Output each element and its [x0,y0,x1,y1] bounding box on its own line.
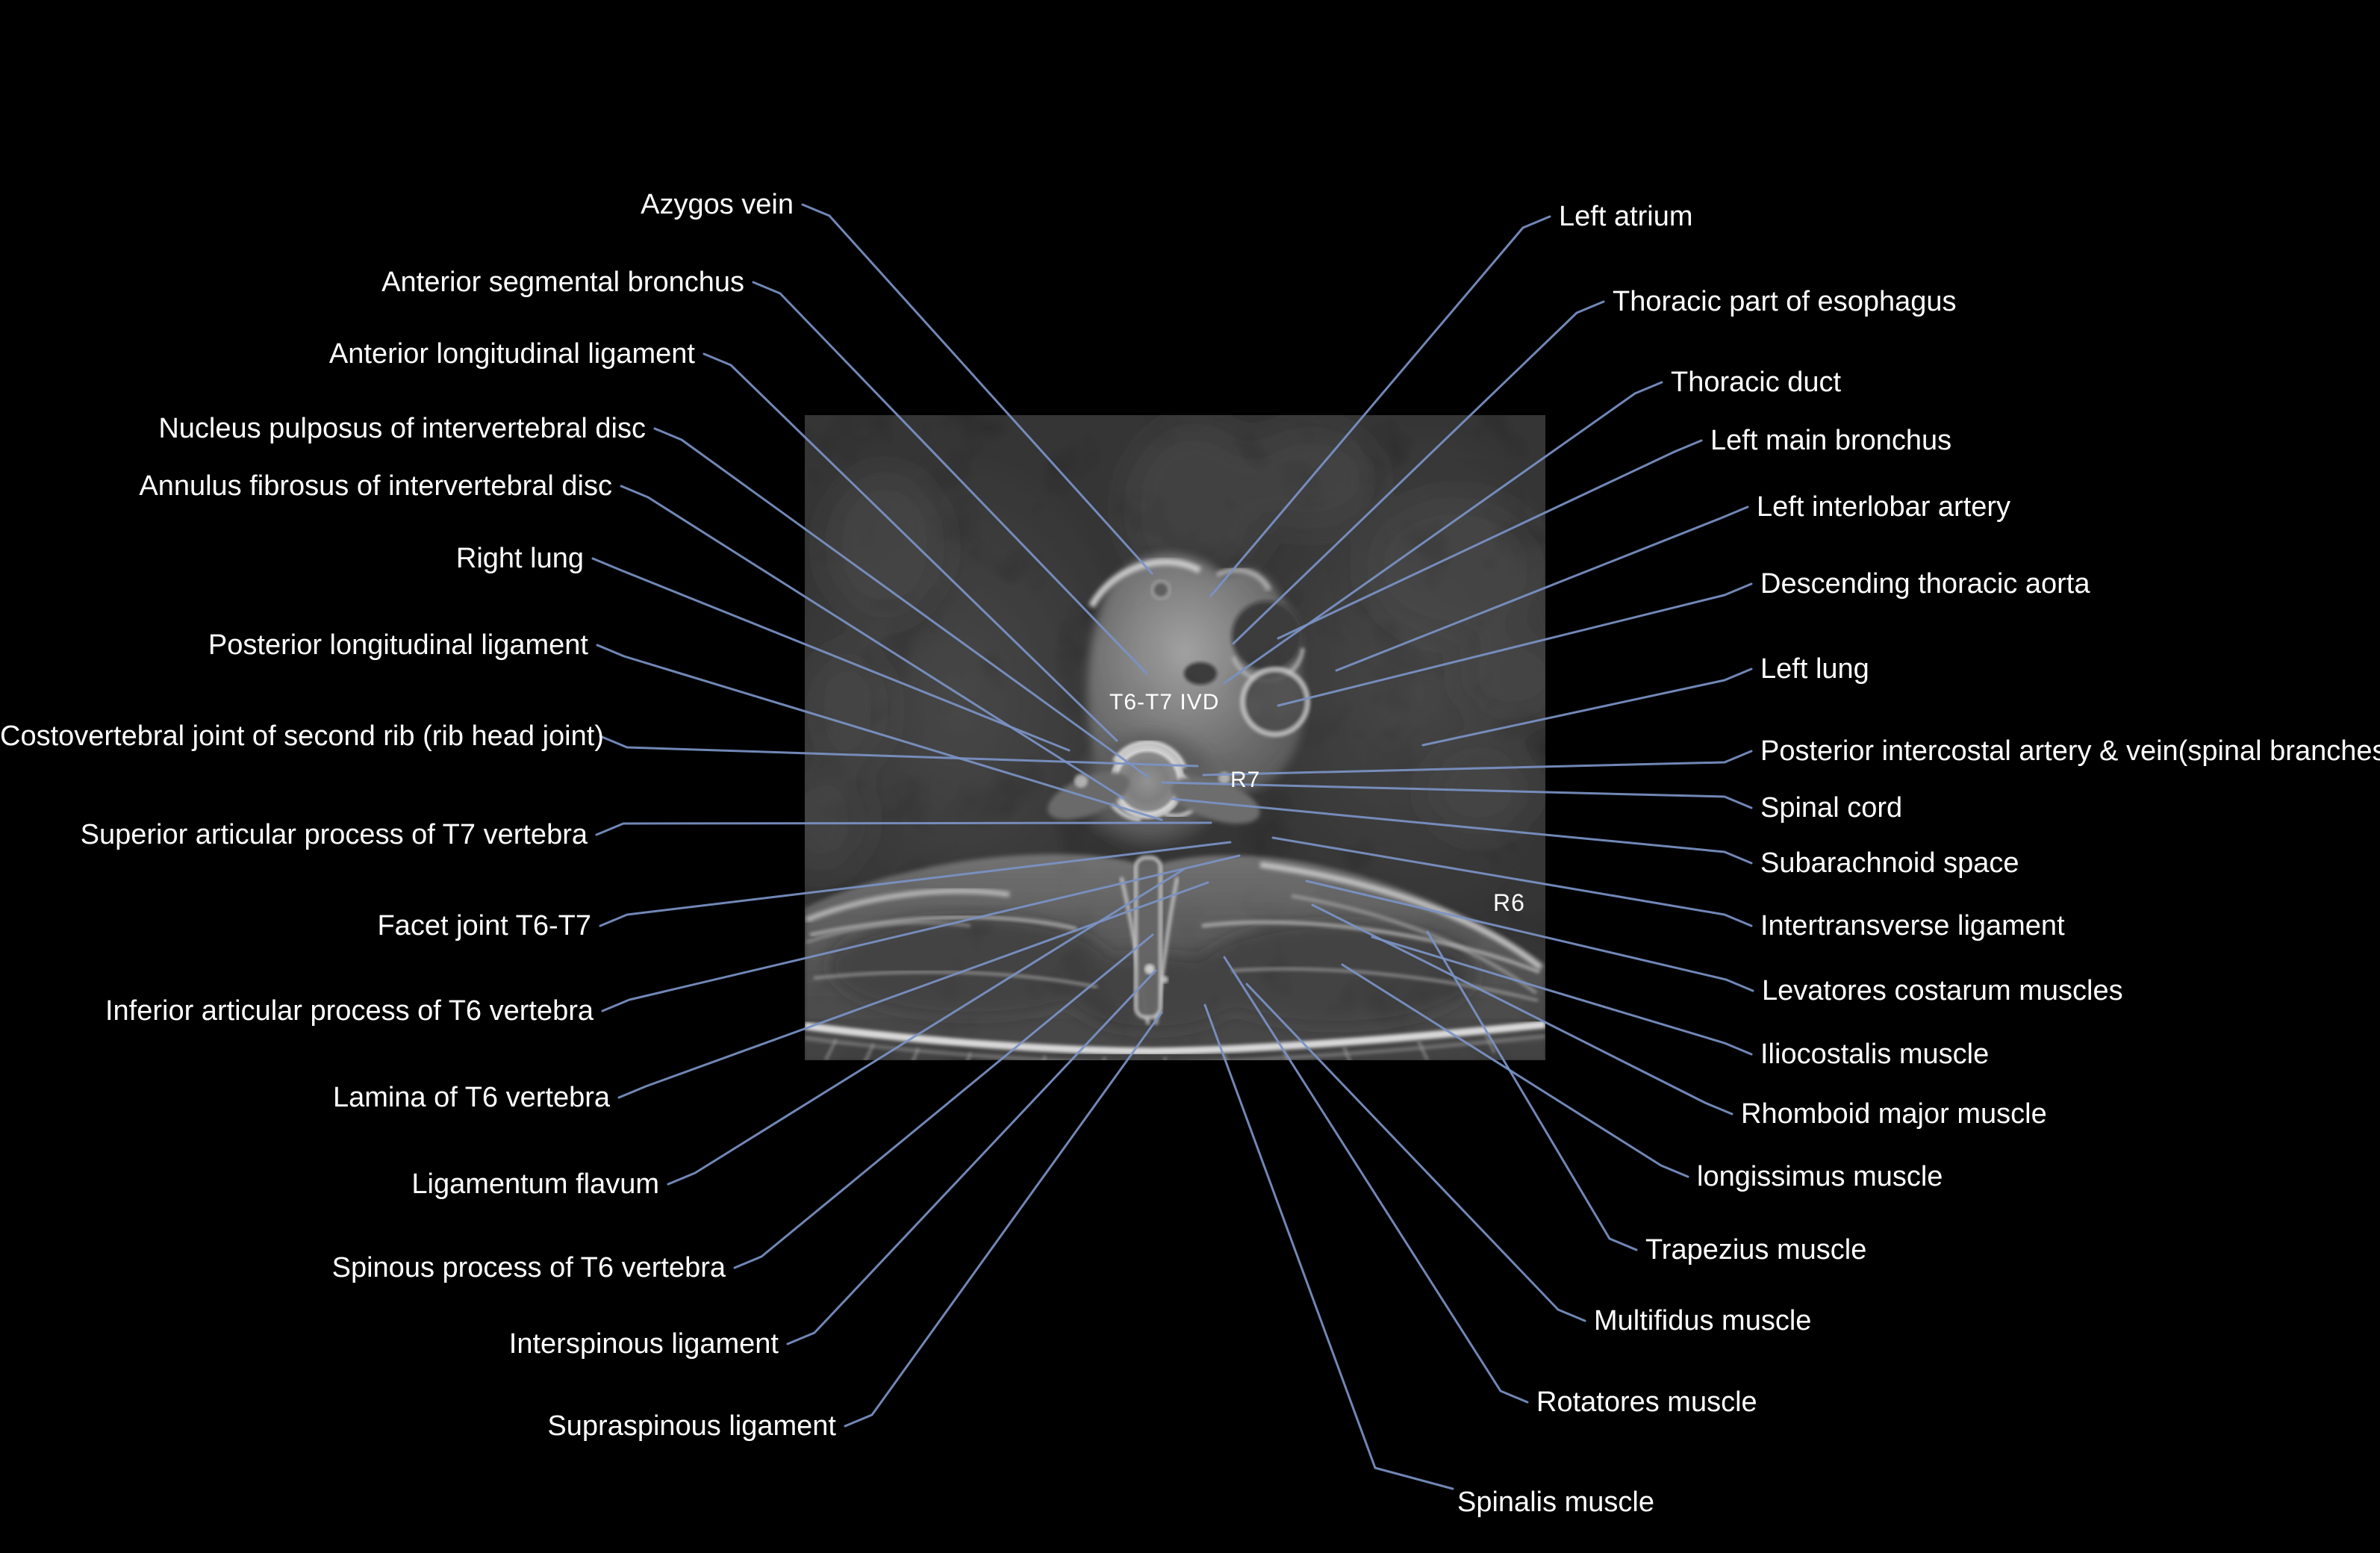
image-label-r6: R6 [1493,889,1525,916]
anatomy-label: Lamina of T6 vertebra [332,1082,610,1113]
leader-line [599,841,1232,927]
anatomy-label: Facet joint T6-T7 [377,910,591,942]
anatomy-label: Posterior longitudinal ligament [208,629,588,661]
anatomy-label: Iliocostalis muscle [1760,1039,1990,1070]
leader-line [1203,1003,1454,1490]
leader-line [667,868,1186,1186]
anatomy-label: Multifidus muscle [1594,1305,1812,1336]
leader-line [1341,963,1689,1178]
anatomy-label: Inferior articular process of T6 vertebr… [105,995,594,1027]
leader-line [1171,797,1753,865]
leader-line [591,557,1071,752]
leader-line [801,203,1153,575]
image-label-r7: R7 [1230,768,1261,792]
anatomy-label: Left main bronchus [1710,425,1952,456]
leader-line [1202,750,1753,776]
leader-line [844,1011,1163,1428]
anatomy-label: Spinal cord [1760,792,1903,824]
anatomy-label: Interspinous ligament [508,1328,779,1360]
leader-line [599,735,1199,768]
leader-line [1305,880,1754,992]
leader-line-layer [591,203,1754,1490]
anatomy-label: longissimus muscle [1697,1161,1943,1192]
anatomy-label: Superior articular process of T7 vertebr… [80,819,588,850]
leader-line [1223,381,1663,685]
leader-line [596,644,1163,821]
leader-line [1209,215,1551,597]
leader-line [601,854,1241,1012]
anatomy-label: Intertransverse ligament [1760,910,2065,942]
image-label-t6-t7-ivd: T6-T7 IVD [1109,690,1220,715]
anatomy-label: Descending thoracic aorta [1760,568,2090,600]
leader-line [733,933,1154,1269]
anatomy-label: Levatores costarum muscles [1762,975,2123,1006]
leader-line [617,881,1209,1099]
anatomy-label: Ligamentum flavum [411,1168,659,1200]
anatomy-label: Supraspinous ligament [547,1410,836,1442]
anatomy-label: Annulus fibrosus of intervertebral disc [139,470,612,502]
leader-line [653,427,1149,778]
leader-line [1232,300,1605,645]
leader-line [1223,956,1529,1404]
anatomy-label: Costovertebral joint of second rib (rib … [0,721,604,752]
leader-line [620,485,1126,800]
anatomy-label: Subarachnoid space [1760,847,2019,879]
anatomy-label: Left interlobar artery [1757,491,2011,523]
anatomy-label: Anterior longitudinal ligament [328,338,695,370]
leader-line [1277,582,1753,707]
anatomy-label: Thoracic part of esophagus [1613,286,1957,317]
leader-line [1426,930,1638,1251]
leader-line [1277,439,1703,640]
leader-line [1421,667,1753,747]
leader-line [1311,903,1733,1115]
anatomy-label: Trapezius muscle [1645,1234,1867,1266]
anatomy-label: Azygos vein [641,189,794,220]
anatomy-label: Thoracic duct [1671,367,1842,398]
anatomy-label: Left lung [1760,653,1869,685]
leader-line [1335,505,1749,672]
leader-line [786,969,1157,1345]
leader-line [595,821,1212,836]
anatomy-label: Spinous process of T6 vertebra [331,1252,726,1283]
anatomy-label: Rhomboid major muscle [1741,1098,2047,1130]
anatomy-label: Left atrium [1559,201,1693,232]
leader-line [1271,836,1753,927]
anatomy-label: Anterior segmental bronchus [381,267,744,298]
leader-line [1371,936,1753,1056]
anatomy-label: Right lung [455,543,584,574]
leader-line [752,281,1148,675]
anatomy-label: Spinalis muscle [1457,1487,1654,1518]
anatomy-label: Rotatores muscle [1536,1387,1757,1418]
anatomy-label: Nucleus pulposus of intervertebral disc [158,413,646,444]
anatomy-label: Posterior intercostal artery & vein(spin… [1760,735,2380,767]
leader-line [703,352,1118,742]
leader-line [1245,983,1586,1322]
leader-line [1161,781,1753,809]
